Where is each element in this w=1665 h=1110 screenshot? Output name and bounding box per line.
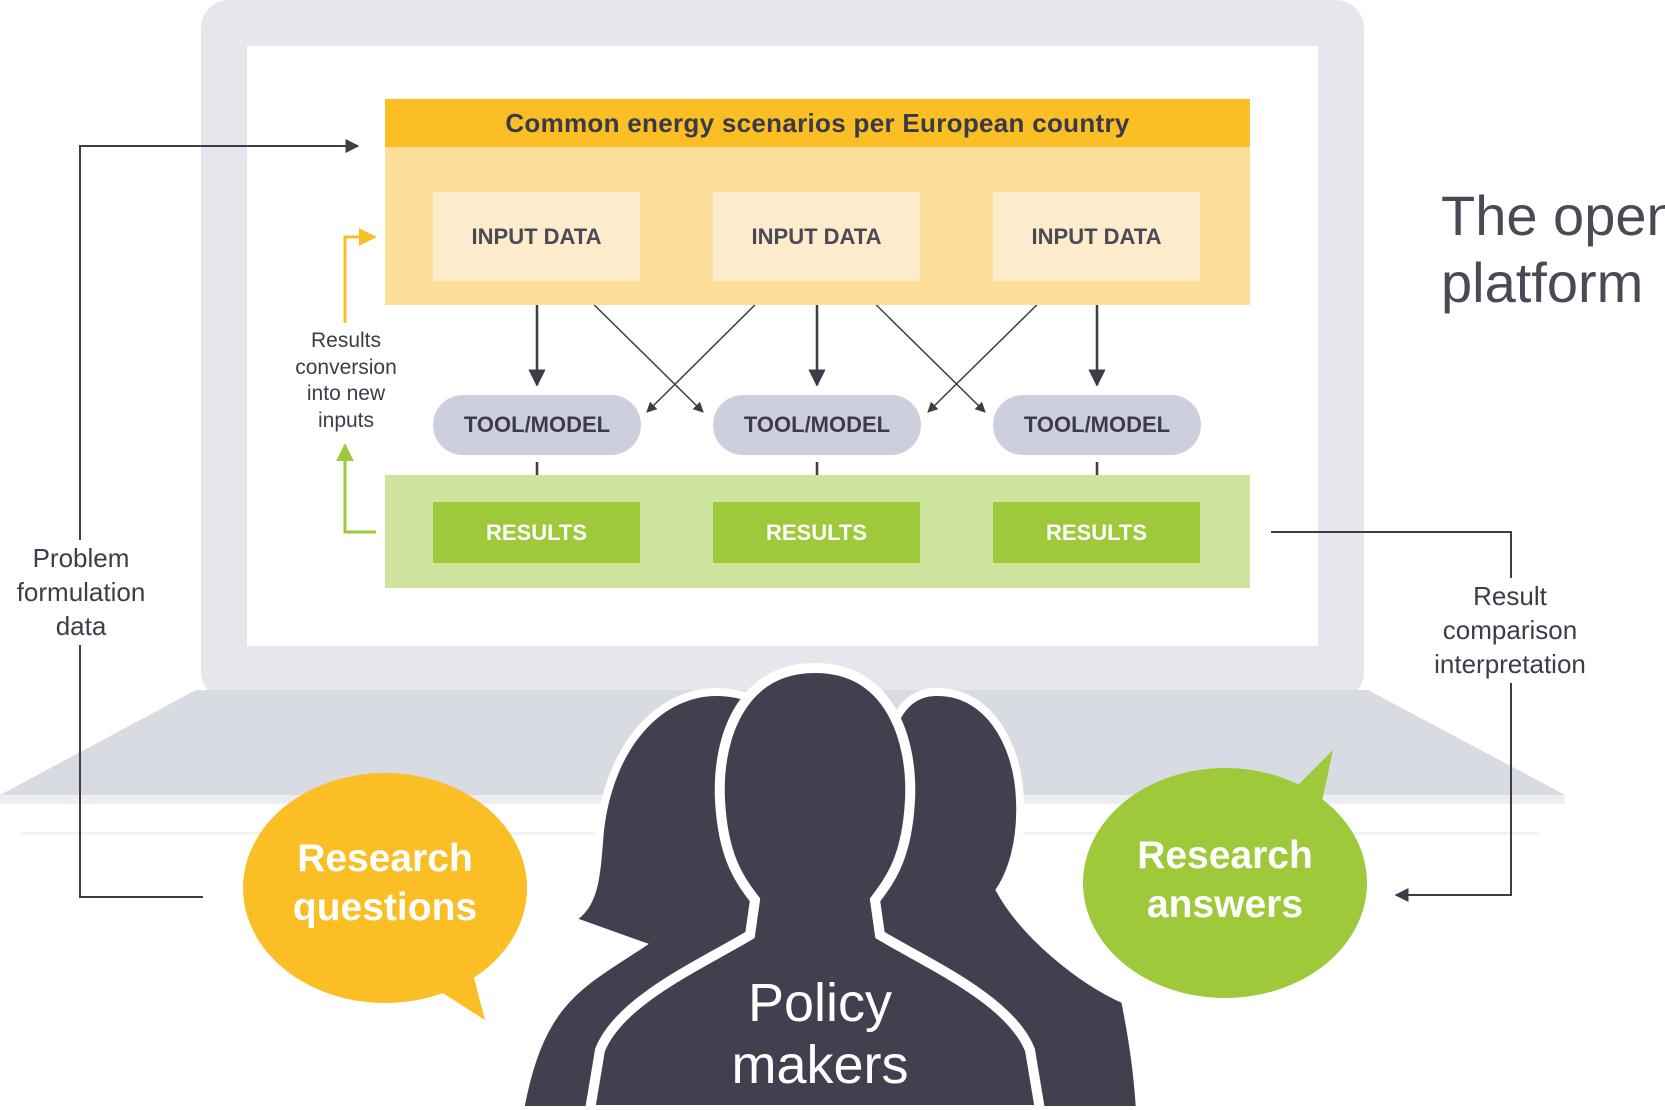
policy-makers-line: makers xyxy=(731,1035,909,1096)
platform-title-line: The open xyxy=(1441,184,1665,247)
policy-makers-silhouettes xyxy=(515,662,1145,1110)
research-answers-line: answers xyxy=(1146,882,1304,926)
tool-model-pill-2: TOOL/MODEL xyxy=(713,395,921,455)
platform-title: The open platform xyxy=(1441,182,1665,316)
research-answers-line: Research xyxy=(1137,834,1313,877)
results-conversion-line: conversion xyxy=(295,355,397,379)
results-box-2: RESULTS xyxy=(713,502,920,563)
results-conversion-note: Results conversion into new inputs xyxy=(278,328,414,435)
cross-arrows xyxy=(575,286,1056,413)
policy-makers-line: Policy xyxy=(747,973,893,1033)
platform-title-line: platform xyxy=(1441,251,1644,315)
results-conversion-line: into new xyxy=(306,382,386,406)
problem-formulation-line: Problem xyxy=(32,543,130,573)
problem-formulation-arrow xyxy=(79,139,360,898)
result-comparison-line: Result xyxy=(1473,581,1547,611)
result-comparison-arrow xyxy=(1271,531,1512,902)
input-data-box-3: INPUT DATA xyxy=(993,192,1200,281)
results-box-3: RESULTS xyxy=(993,502,1200,563)
tool-model-pill-1: TOOL/MODEL xyxy=(433,395,641,455)
feedback-arrow-yellow xyxy=(343,228,377,323)
results-conversion-line: Results xyxy=(310,329,382,352)
policy-makers-label: Policy makers xyxy=(650,972,990,1096)
input-data-box-1: INPUT DATA xyxy=(433,192,640,281)
research-answers-text: Research answers xyxy=(1080,832,1370,930)
problem-formulation-note: Problem formulation data xyxy=(0,540,162,646)
results-conversion-line: inputs xyxy=(317,408,375,432)
problem-formulation-line: data xyxy=(55,610,107,641)
research-answers-bubble xyxy=(1083,750,1367,998)
tool-model-pill-3: TOOL/MODEL xyxy=(993,395,1201,455)
result-comparison-line: interpretation xyxy=(1434,648,1586,679)
research-questions-line: Research xyxy=(297,837,473,880)
feedback-arrow-green xyxy=(336,443,376,534)
results-box-1: RESULTS xyxy=(433,502,640,563)
research-questions-bubble xyxy=(243,773,527,1020)
research-questions-line: questions xyxy=(292,885,478,929)
scenario-banner: Common energy scenarios per European cou… xyxy=(385,99,1250,147)
result-comparison-note: Result comparison interpretation xyxy=(1410,578,1610,684)
problem-formulation-line: formulation xyxy=(16,576,146,607)
input-data-box-2: INPUT DATA xyxy=(713,192,920,281)
result-comparison-line: comparison xyxy=(1442,614,1578,645)
research-questions-text: Research questions xyxy=(240,835,530,933)
